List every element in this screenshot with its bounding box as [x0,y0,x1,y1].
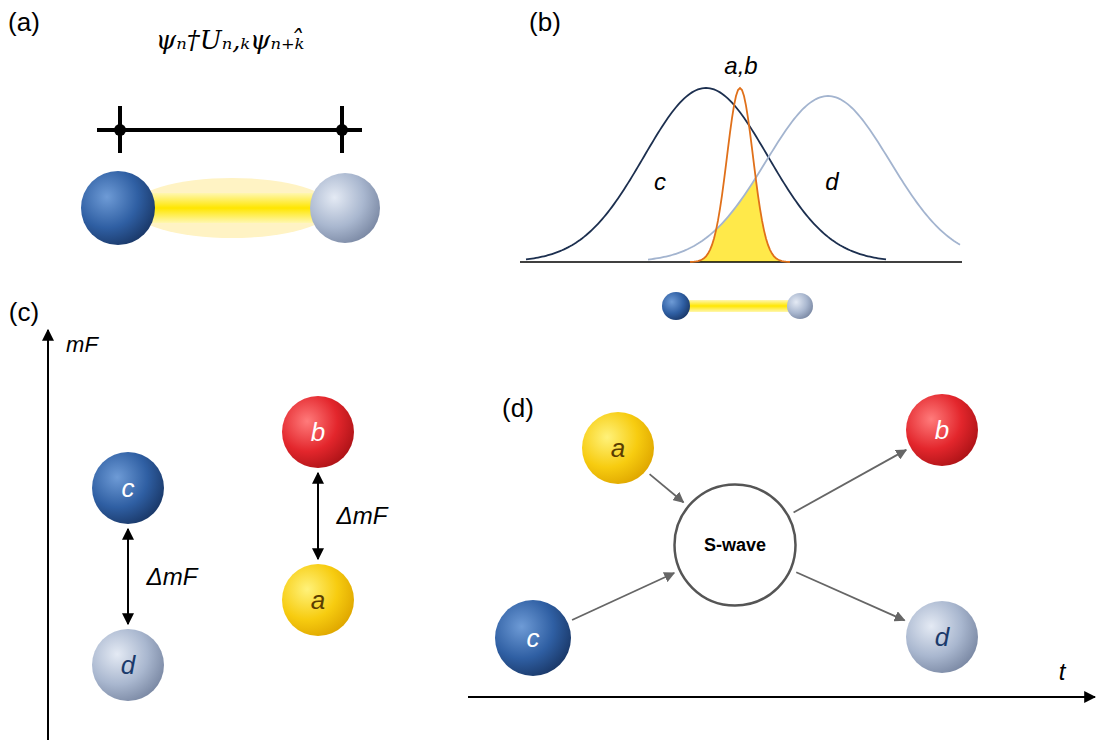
state-circle: d [92,629,164,701]
flow-arrow [796,572,904,620]
state-circle: b [282,396,354,468]
double-arrow [317,473,319,559]
state-circle: d [906,601,978,673]
time-axis [468,696,1095,698]
panel-label: (d) [502,393,534,424]
curve-c [526,88,886,259]
node-text: b [935,415,949,446]
panel-label: (b) [529,7,561,38]
scattering-circle: S-wave [673,483,797,607]
curve-ab [690,88,790,262]
node-text: S-wave [704,535,766,556]
double-arrow [127,529,129,624]
node-text: c [122,473,135,504]
flow-arrow [572,573,674,620]
state-circle: c [92,452,164,524]
node-text: a [311,585,325,616]
panel-label: (a) [8,7,40,38]
curve-label: c [654,168,666,196]
lattice-link [97,106,362,153]
axis-label: mF [66,332,98,358]
node-text: d [121,650,135,681]
curve-label: a,b [724,52,757,80]
node-text: d [935,622,949,653]
formula: ψₙ†Uₙ,ₖψₙ₊ₖ̂ [156,25,304,55]
node-text: c [527,623,540,654]
state-circle: a [582,412,654,484]
state-circle: b [906,394,978,466]
baseline [520,261,962,263]
edge-label: ΔmF [335,502,390,530]
node-text: a [611,433,625,464]
curve-label: d [825,168,838,196]
meson-large [81,171,380,245]
axis-label: t [1059,658,1066,686]
meson-small [662,292,813,320]
flow-arrow [650,474,684,502]
panel-label: (c) [9,297,39,328]
curve-d [648,96,960,260]
overlap-fill [700,179,780,262]
node-text: b [311,417,325,448]
flow-arrow [794,450,907,513]
state-circle: c [495,600,571,676]
gaussian-curves [520,88,962,262]
state-circle: a [282,564,354,636]
edge-label: ΔmF [145,563,200,591]
mf-axis [47,330,49,740]
